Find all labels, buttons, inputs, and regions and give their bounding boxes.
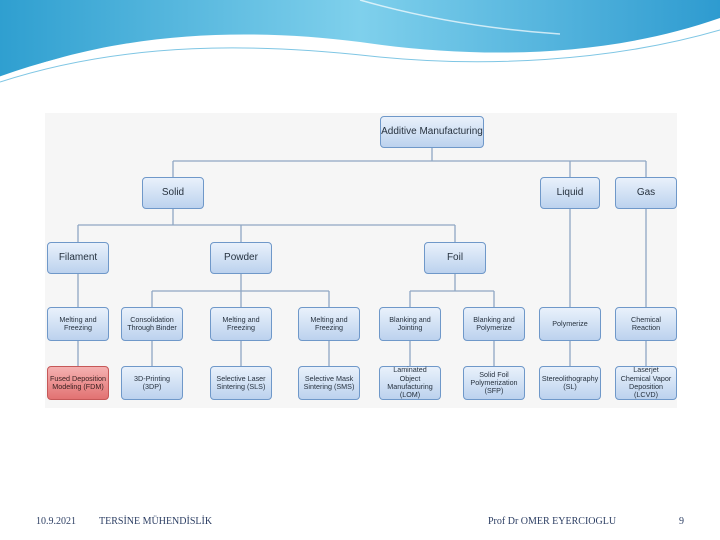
node-tech-sls: Selective Laser Sintering (SLS) xyxy=(210,366,272,400)
node-process-blanking-jointing: Blanking and Jointing xyxy=(379,307,441,341)
node-process-powder-melting: Melting and Freezing xyxy=(210,307,272,341)
footer-date: 10.9.2021 xyxy=(36,516,76,527)
node-gas: Gas xyxy=(615,177,677,209)
node-foil: Foil xyxy=(424,242,486,274)
node-liquid: Liquid xyxy=(540,177,600,209)
node-tech-3dp: 3D-Printing (3DP) xyxy=(121,366,183,400)
node-root: Additive Manufacturing xyxy=(380,116,484,148)
node-process-polymerize: Polymerize xyxy=(539,307,601,341)
node-filament: Filament xyxy=(47,242,109,274)
node-tech-sms: Selective Mask Sintering (SMS) xyxy=(298,366,360,400)
node-solid: Solid xyxy=(142,177,204,209)
footer-page-number: 9 xyxy=(679,516,684,527)
node-process-mask-melting: Melting and Freezing xyxy=(298,307,360,341)
node-process-filament-melting: Melting and Freezing xyxy=(47,307,109,341)
footer-author: Prof Dr OMER EYERCIOGLU xyxy=(488,516,617,527)
node-tech-fdm: Fused Deposition Modeling (FDM) xyxy=(47,366,109,400)
wave-banner xyxy=(0,0,720,83)
node-powder: Powder xyxy=(210,242,272,274)
node-process-binder: Consolidation Through Binder xyxy=(121,307,183,341)
footer-department: TERSİNE MÜHENDİSLİK xyxy=(99,516,213,527)
connector-lines xyxy=(77,148,647,366)
node-process-blanking-polymerize: Blanking and Polymerize xyxy=(463,307,525,341)
node-process-chemical-reaction: Chemical Reaction xyxy=(615,307,677,341)
additive-manufacturing-diagram: Additive Manufacturing Solid Liquid Gas … xyxy=(45,113,677,408)
node-tech-lcvd: Laserjet Chemical Vapor Deposition (LCVD… xyxy=(615,366,677,400)
node-tech-sl: Stereolithography (SL) xyxy=(539,366,601,400)
node-tech-lom: Laminated Object Manufacturing (LOM) xyxy=(379,366,441,400)
node-tech-sfp: Solid Foil Polymerization (SFP) xyxy=(463,366,525,400)
